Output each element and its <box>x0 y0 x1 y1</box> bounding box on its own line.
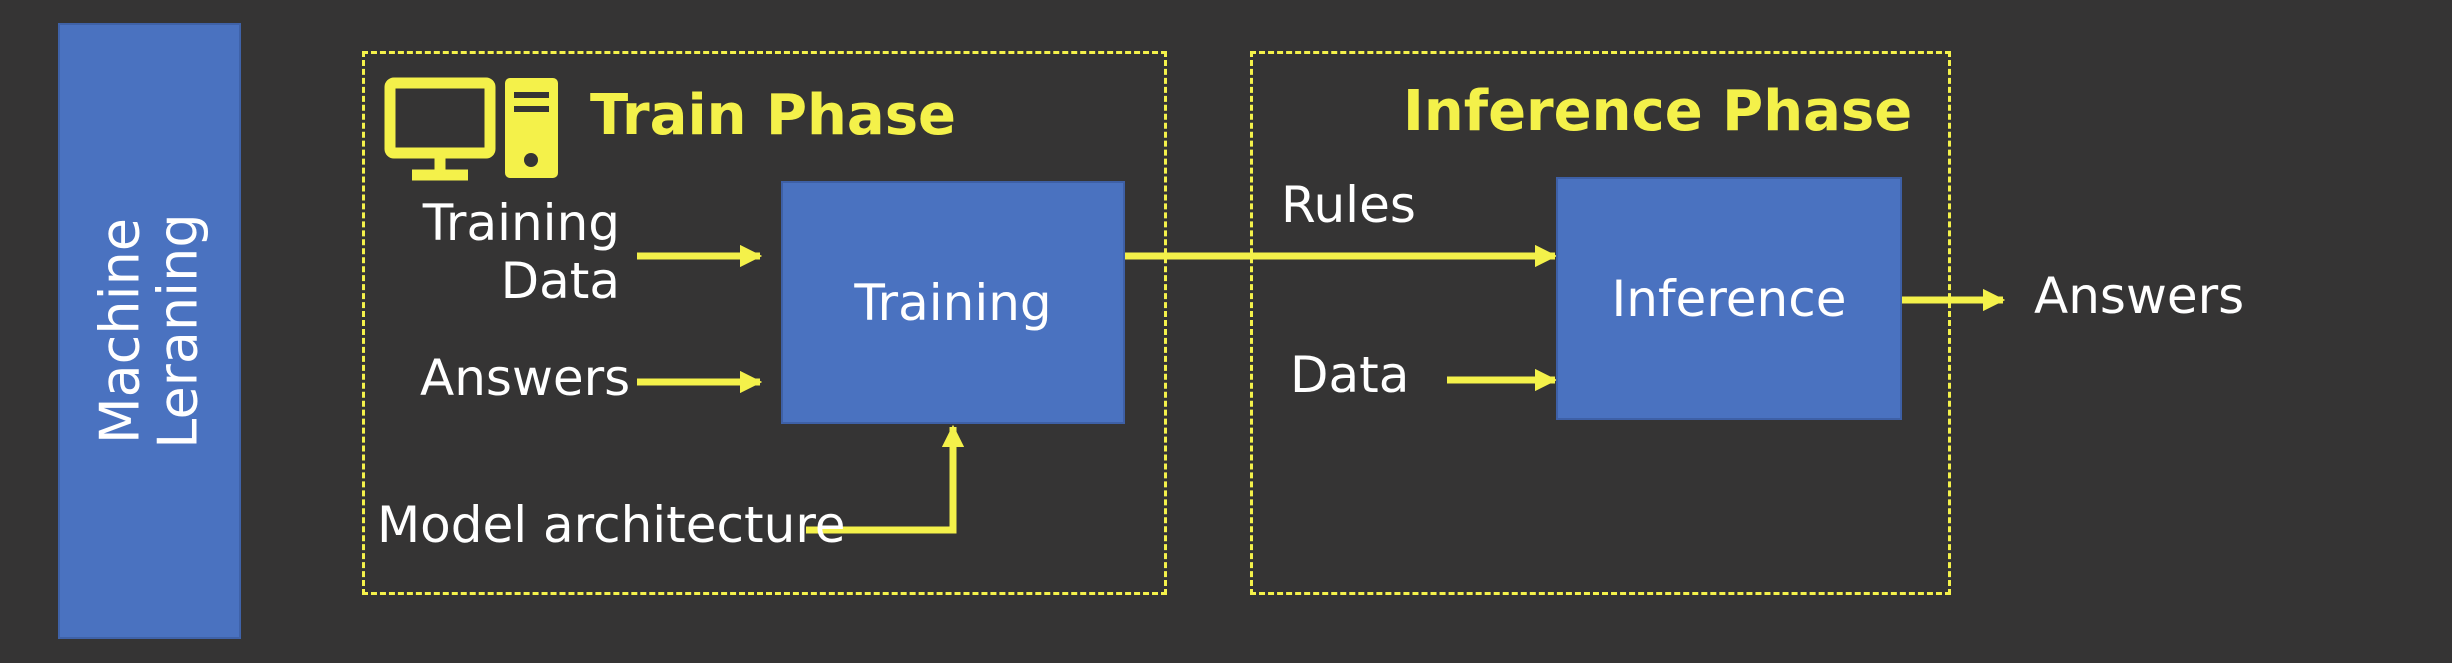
computer-monitor-icon <box>384 77 496 181</box>
training-data-line2: Data <box>500 251 620 310</box>
training-data-line1: Training <box>422 194 620 252</box>
inference-phase-frame <box>1250 51 1951 595</box>
inference-box-label: Inference <box>1611 269 1847 328</box>
training-data-label: Training Data <box>420 194 620 310</box>
model-architecture-label: Model architecture <box>377 496 846 554</box>
inference-phase-title: Inference Phase <box>1403 79 1913 144</box>
data-input-label: Data <box>1290 346 1410 404</box>
training-box-label: Training <box>854 273 1052 332</box>
answers-output-label: Answers <box>2034 267 2245 325</box>
train-phase-title: Train Phase <box>590 83 957 148</box>
inference-process-box: Inference <box>1556 177 1902 420</box>
model-architecture-arrow <box>806 424 965 534</box>
answers-input-label: Answers <box>420 349 631 407</box>
pc-tower-icon <box>505 78 558 178</box>
training-process-box: Training <box>781 181 1125 424</box>
train-phase-frame <box>362 51 1167 595</box>
machine-learning-panel: Machine Leraning <box>58 23 241 639</box>
rules-label: Rules <box>1281 176 1416 234</box>
